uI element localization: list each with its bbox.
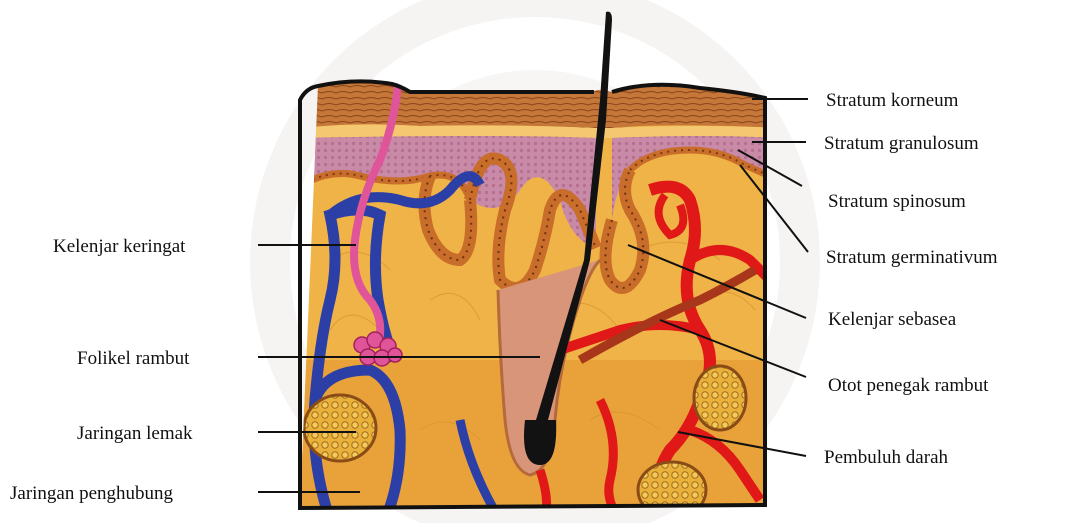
label-stratum-germinativum: Stratum germinativum <box>826 247 998 268</box>
label-stratum-granulosum: Stratum granulosum <box>824 133 979 154</box>
label-otot-penegak-rambut: Otot penegak rambut <box>828 375 989 396</box>
label-stratum-korneum: Stratum korneum <box>826 90 959 111</box>
label-kelenjar-keringat: Kelenjar keringat <box>53 236 186 257</box>
fat-lobule-left <box>304 395 376 461</box>
label-jaringan-lemak: Jaringan lemak <box>77 423 193 444</box>
label-folikel-rambut: Folikel rambut <box>77 348 190 369</box>
label-stratum-spinosum: Stratum spinosum <box>828 191 966 212</box>
label-jaringan-penghubung: Jaringan penghubung <box>10 483 174 504</box>
label-pembuluh-darah: Pembuluh darah <box>824 447 949 468</box>
label-kelenjar-sebasea: Kelenjar sebasea <box>828 309 957 330</box>
stratum-granulosum-layer <box>300 124 780 138</box>
fat-lobule-right-upper <box>694 366 746 430</box>
